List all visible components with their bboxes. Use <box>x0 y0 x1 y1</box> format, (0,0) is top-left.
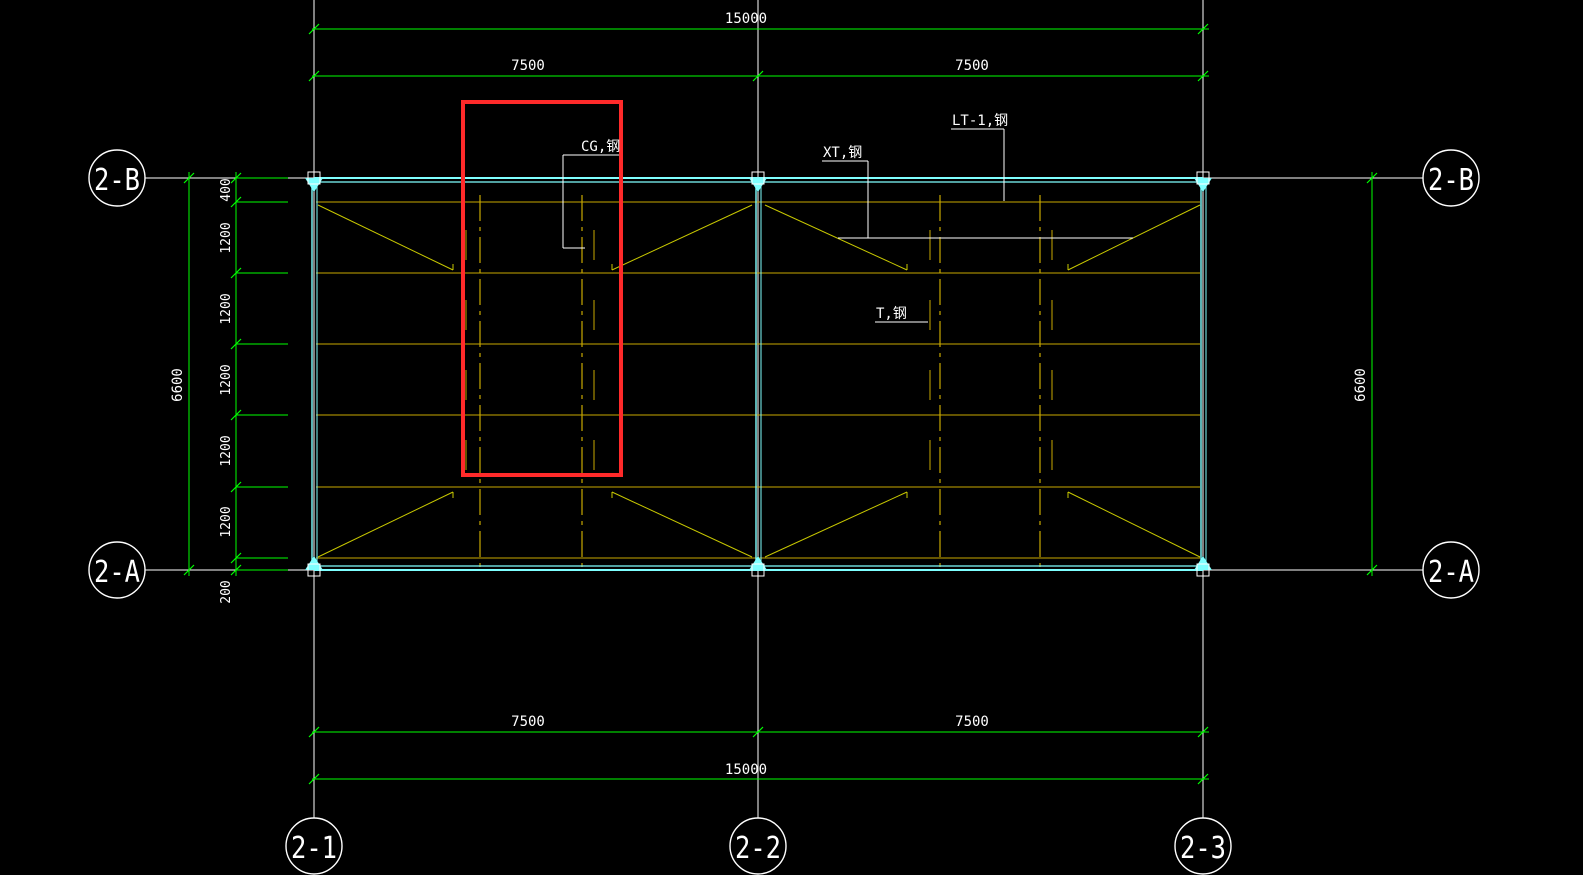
dim-bottom-total: 15000 <box>725 762 767 778</box>
dimension-tick <box>1197 70 1209 82</box>
support-box <box>307 171 321 185</box>
grid-lines <box>145 0 1423 818</box>
dimension-tick <box>1366 172 1378 184</box>
support-triangle <box>749 556 767 570</box>
dim-right-total: 6600 <box>1353 368 1369 402</box>
axis-bubble-row-a-left[interactable]: 2-A <box>88 541 146 599</box>
axis-bubble-row-b-left[interactable]: 2-B <box>88 149 146 207</box>
segment-dimension-text: 1200 <box>219 364 234 395</box>
support-triangle <box>305 178 323 192</box>
axis-label: 2-B <box>94 163 140 198</box>
support-box <box>751 171 765 185</box>
dimension-tick <box>1366 564 1378 576</box>
axis-bubble-row-a-right[interactable]: 2-A <box>1422 541 1480 599</box>
support-triangle <box>749 178 767 192</box>
dimension-tick <box>308 23 320 35</box>
diagonal-brace <box>764 204 908 271</box>
dim-bottom-left: 7500 <box>511 714 545 730</box>
axis-label: 2-A <box>1428 555 1474 590</box>
support-box <box>1196 171 1210 185</box>
diagonal-brace <box>317 491 454 558</box>
left-segment-dimensions: 400 1200 1200 1200 1200 1200 200 <box>219 178 234 603</box>
diagonal-brace <box>317 204 454 271</box>
axis-label: 2-2 <box>735 831 781 866</box>
support-triangle <box>305 556 323 570</box>
label-cg[interactable]: CG,钢 <box>581 139 620 155</box>
main-beams <box>311 177 1207 571</box>
axis-bubble-col-2[interactable]: 2-2 <box>729 817 787 875</box>
diagonal-brace <box>611 491 753 558</box>
support-box <box>1196 563 1210 577</box>
label-xt[interactable]: XT,钢 <box>823 145 862 161</box>
axis-label: 2-1 <box>291 831 337 866</box>
support-box <box>751 563 765 577</box>
dimension-tick <box>752 70 764 82</box>
support-box <box>307 563 321 577</box>
segment-dimension-text: 1200 <box>219 435 234 466</box>
dimension-tick <box>183 172 195 184</box>
support-triangle <box>1194 178 1212 192</box>
label-lt[interactable]: LT-1,钢 <box>952 113 1008 129</box>
brace-lines <box>317 204 1201 558</box>
axis-bubble-row-b-right[interactable]: 2-B <box>1422 149 1480 207</box>
segment-dimension-text: 1200 <box>219 222 234 253</box>
support-triangle <box>1194 556 1212 570</box>
dimension-tick <box>308 70 320 82</box>
leader-lines <box>562 128 1133 323</box>
dim-top-total: 15000 <box>725 11 767 27</box>
dimension-lines <box>183 23 1378 785</box>
dimension-tick <box>1197 23 1209 35</box>
dimension-tick <box>752 726 764 738</box>
segment-dimension-text: 1200 <box>219 506 234 537</box>
diagonal-brace <box>1067 204 1201 271</box>
dim-top-right: 7500 <box>955 58 989 74</box>
diagonal-brace <box>764 491 908 558</box>
axis-label: 2-A <box>94 555 140 590</box>
dim-bottom-right: 7500 <box>955 714 989 730</box>
diagonal-brace <box>1067 491 1201 558</box>
dimension-tick <box>1197 773 1209 785</box>
segment-dimension-text: 400 <box>219 178 234 201</box>
dim-top-left: 7500 <box>511 58 545 74</box>
dimension-tick <box>183 564 195 576</box>
segment-dimension-text: 1200 <box>219 293 234 324</box>
axis-label: 2-B <box>1428 163 1474 198</box>
axis-bubble-col-1[interactable]: 2-1 <box>285 817 343 875</box>
diagonal-brace <box>611 204 753 271</box>
label-t[interactable]: T,钢 <box>876 306 907 322</box>
segment-dimension-text: 200 <box>219 580 234 603</box>
tie-rod-lines <box>465 195 1053 570</box>
dim-left-total: 6600 <box>170 368 186 402</box>
highlight-box[interactable] <box>461 100 623 477</box>
dimension-tick <box>1197 726 1209 738</box>
dimension-tick <box>308 773 320 785</box>
axis-bubble-col-3[interactable]: 2-3 <box>1174 817 1232 875</box>
column-supports <box>305 171 1212 577</box>
axis-label: 2-3 <box>1180 831 1226 866</box>
dimension-tick <box>308 726 320 738</box>
